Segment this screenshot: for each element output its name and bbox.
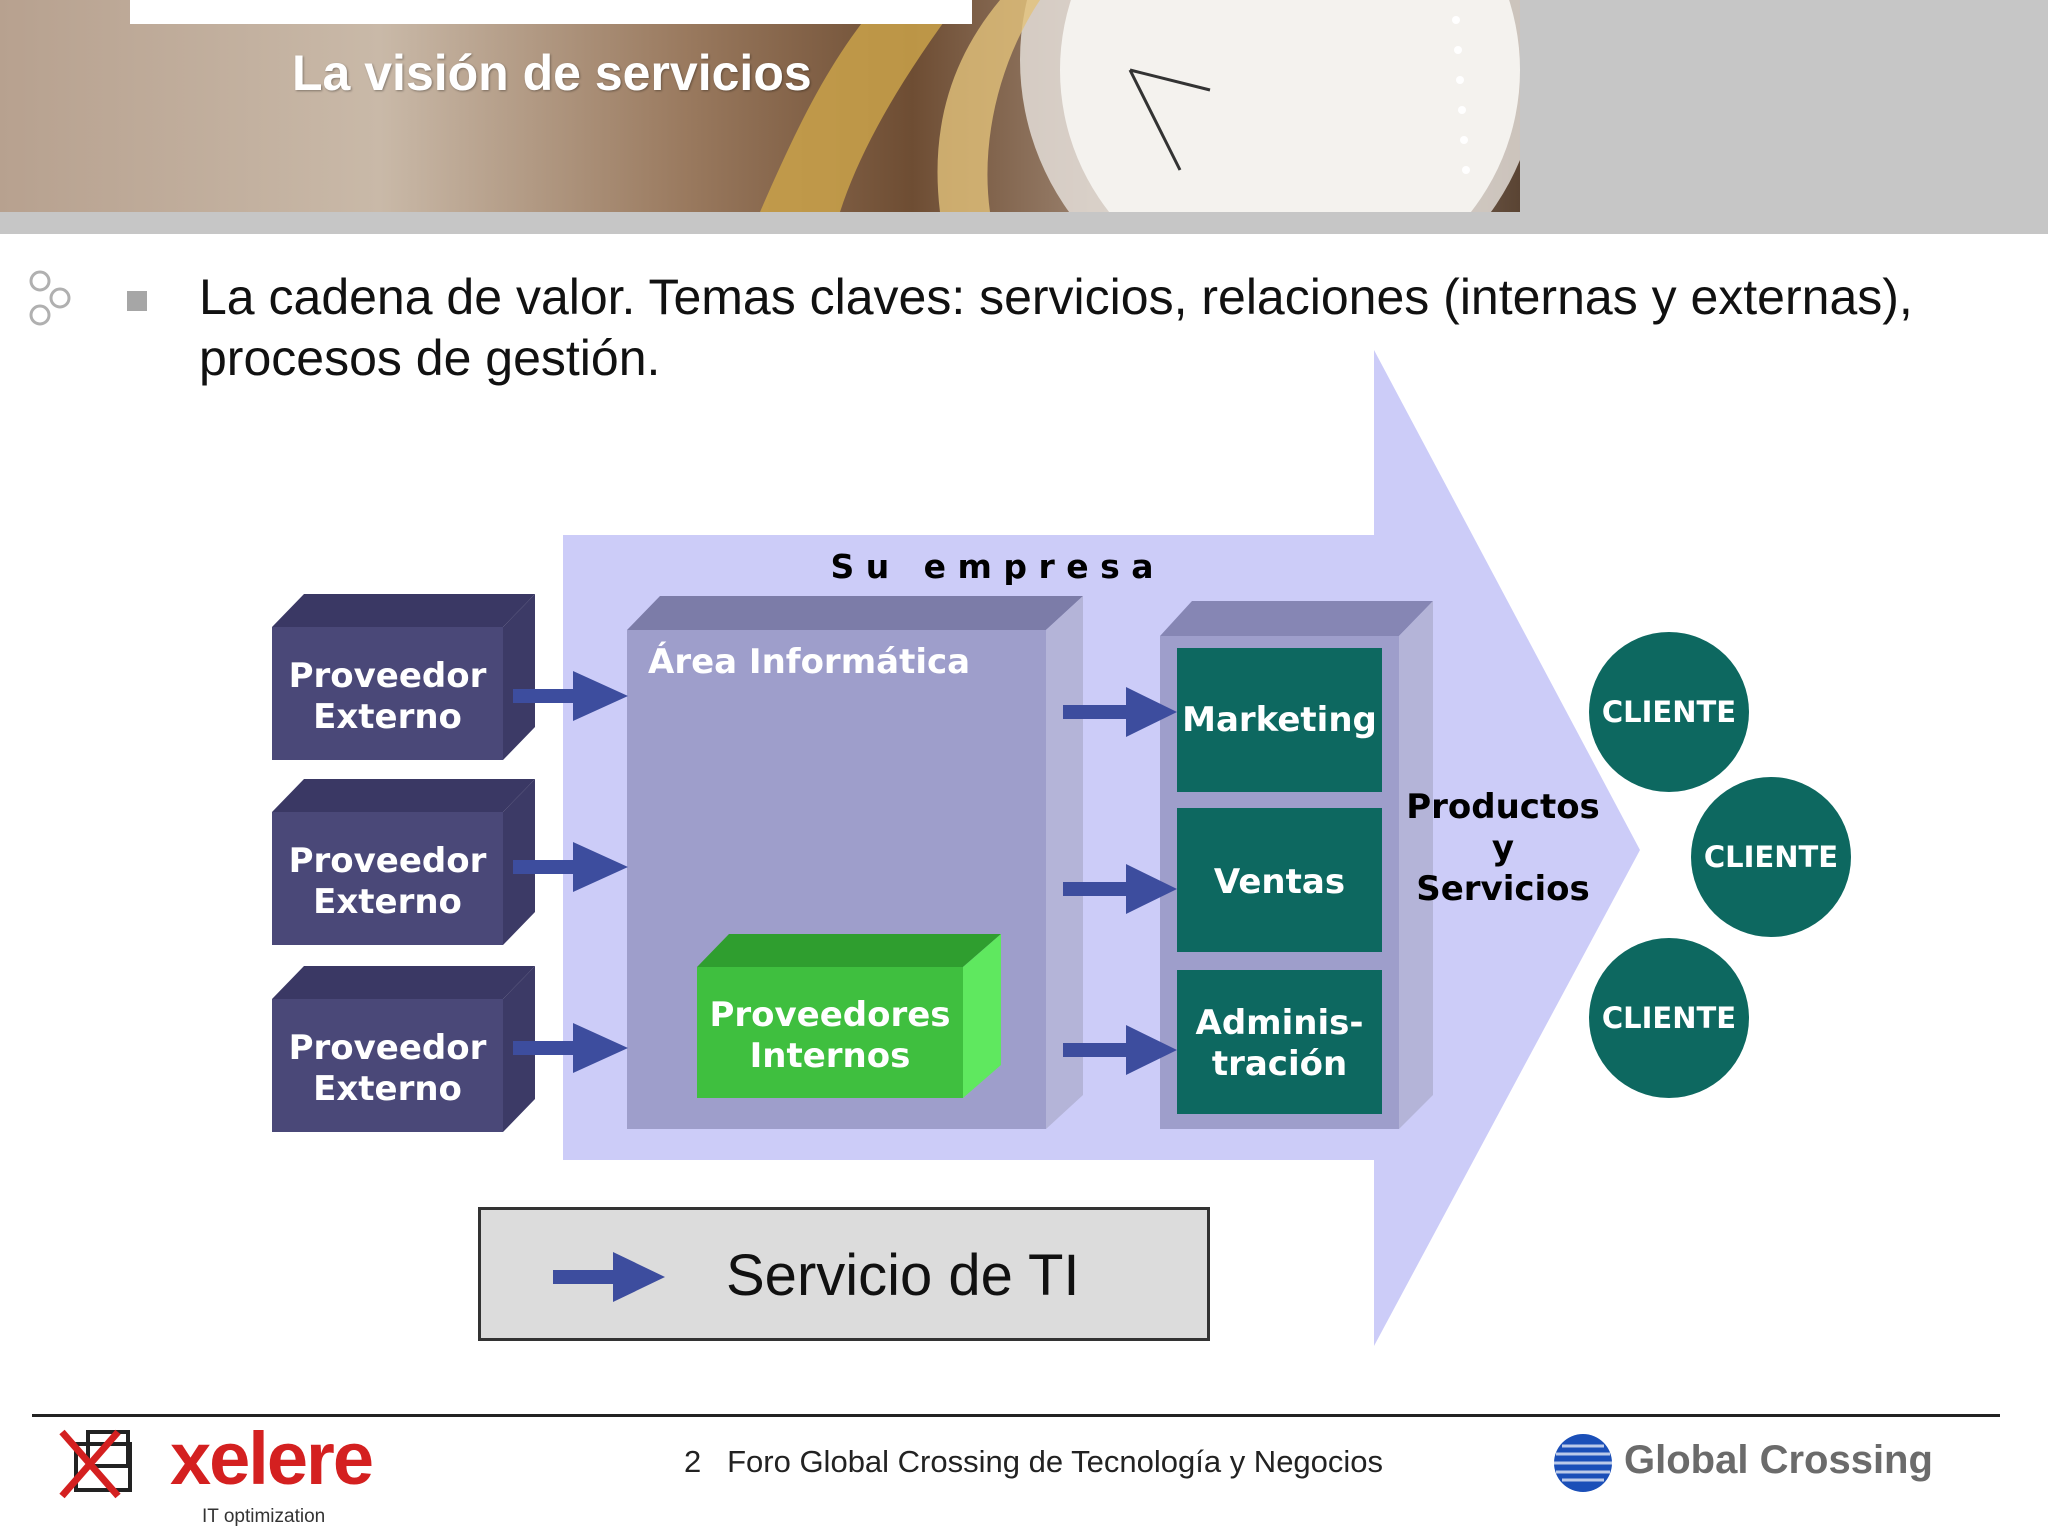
marketing-box [1177,648,1382,792]
footer-title: Foro Global Crossing de Tecnología y Neg… [727,1444,1384,1479]
flow-arrow-3 [513,1023,628,1073]
pocket-watch-image [760,0,1520,212]
products-line: y [1491,828,1515,868]
products-services-label: Productos y Servicios [1395,787,1611,910]
administracion-box [1177,970,1382,1114]
external-provider-box-3 [272,966,535,1132]
area-informatica-label: Área Informática [648,642,971,682]
external-provider-line: Proveedor [288,1028,487,1068]
xelere-tagline: IT optimization [202,1506,326,1527]
page-number: 2 [684,1444,702,1479]
header-gray-strip [0,212,1520,234]
header-banner-image [0,0,1520,212]
header-gray-panel [1520,0,2048,234]
products-line: Productos [1406,787,1600,827]
cliente-circle-1: CLIENTE [1589,632,1749,792]
footer-caption: 2 Foro Global Crossing de Tecnología y N… [684,1444,1383,1480]
departments-frame [1160,601,1433,1129]
marketing-label: Marketing [1182,700,1377,740]
administracion-label: Adminis- tración [1177,1003,1382,1085]
products-line: Servicios [1416,869,1590,909]
external-provider-line: Proveedor [288,656,487,696]
flow-arrow-2 [513,842,628,892]
bullet-text: La cadena de valor. Temas claves: servic… [199,269,1913,386]
company-label: S u e m p r e s a [830,547,1154,586]
xelere-logo-icon [59,1429,132,1499]
external-provider-line: Proveedor [288,841,487,881]
flow-arrow-5 [1063,864,1177,914]
globe-icon [1554,1434,1612,1492]
global-crossing-text: Global Crossing [1624,1438,1933,1482]
administracion-line: tración [1211,1044,1348,1084]
flow-arrow-4 [1063,687,1177,737]
cliente-circle-3: CLIENTE [1589,938,1749,1098]
cliente-circle-2: CLIENTE [1691,777,1851,937]
flow-arrow-6 [1063,1025,1177,1075]
external-provider-line: Externo [313,697,462,737]
external-provider-label-2: Proveedor Externo [272,841,503,923]
title-bar-white-strip [130,0,972,24]
internal-providers-line: Internos [749,1036,911,1076]
ventas-box [1177,808,1382,952]
external-provider-box-1 [272,594,535,760]
circles-decoration-icon [29,270,71,326]
internal-providers-box [697,934,1001,1098]
flow-arrow-1 [513,671,628,721]
xelere-logo: xelere IT optimization [58,1417,374,1536]
global-crossing-logo: Global Crossing [1552,1432,1992,1492]
administracion-line: Adminis- [1195,1003,1364,1043]
legend-arrow-icon [553,1252,665,1302]
ventas-label: Ventas [1213,862,1346,902]
slide-title: La visión de servicios [292,45,812,101]
internal-providers-line: Proveedores [709,995,951,1035]
external-provider-line: Externo [313,1069,462,1109]
xelere-logo-text: xelere [170,1417,374,1500]
bullet-square-icon [127,291,147,311]
internal-providers-label: Proveedores Internos [697,995,963,1077]
external-provider-label-3: Proveedor Externo [272,1028,503,1110]
legend-label: Servicio de TI [726,1243,1080,1308]
footer-divider [32,1414,2000,1417]
external-provider-label-1: Proveedor Externo [272,656,503,738]
external-provider-line: Externo [313,882,462,922]
